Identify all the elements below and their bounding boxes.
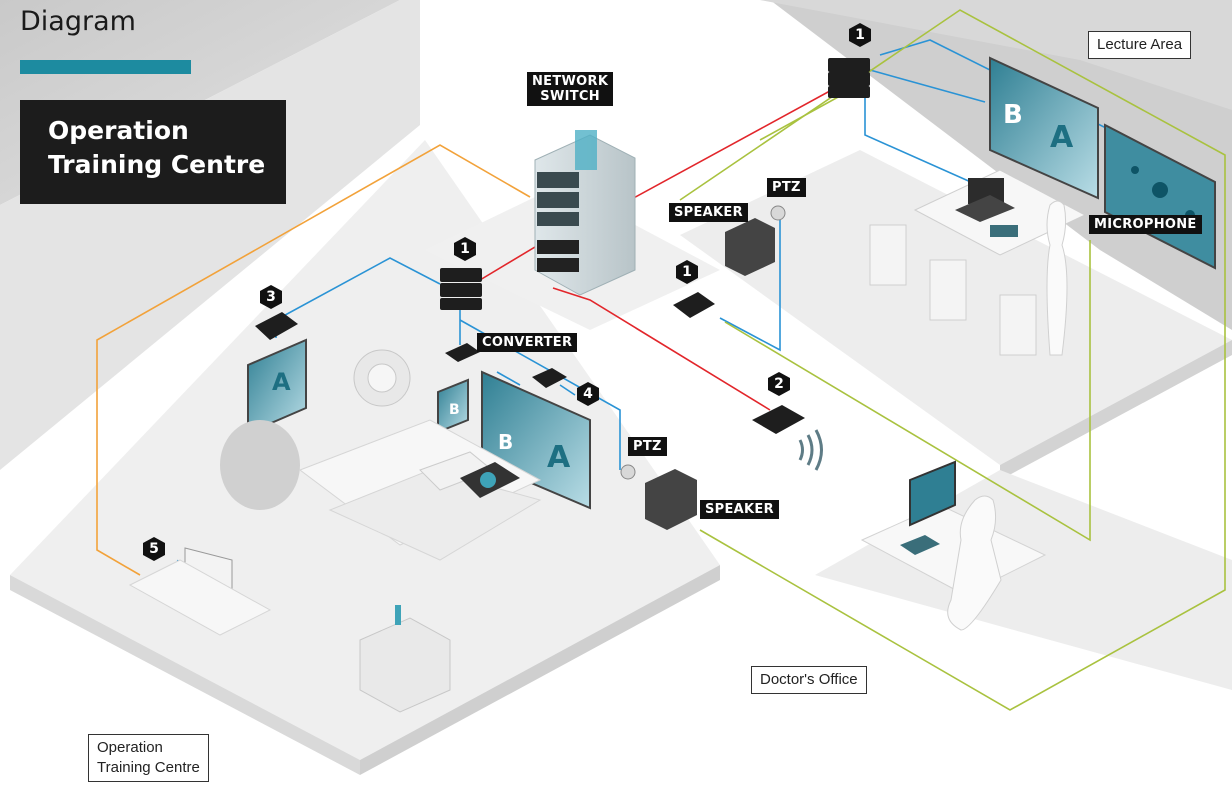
ptz-cameras (620, 205, 786, 480)
badge-ptz-encoder-number: 1 (682, 264, 692, 280)
heading-accent-bar (20, 60, 191, 74)
diagram-heading: Diagram (20, 6, 136, 37)
badge-decoder-desk: 5 (141, 536, 167, 562)
badge-lecture-encoder-number: 1 (855, 27, 865, 43)
doctor-office-label: Doctor's Office (751, 666, 867, 694)
badge-encoder-ot-number: 3 (266, 289, 276, 305)
ptz-top-tag: PTZ (767, 178, 806, 197)
ot-screen-b-small-letter: B (449, 402, 460, 418)
ot-screen-a-letter: A (272, 368, 291, 396)
lecture-area-label: Lecture Area (1088, 31, 1192, 59)
badge-decoder-ot: 4 (575, 381, 601, 407)
ot-area-label: Operation Training Centre (88, 734, 209, 782)
ot-screen-a-large-letter: A (547, 440, 571, 475)
converter-tag: CONVERTER (477, 333, 578, 352)
speaker-devices (645, 218, 775, 530)
network-switch-tag-line-2: SWITCH (540, 89, 600, 104)
title-box: Operation Training Centre (20, 100, 286, 204)
badge-decoder-doctor-number: 2 (774, 376, 784, 392)
speaker-bottom-tag: SPEAKER (700, 500, 779, 519)
badge-decoder-desk-number: 5 (149, 541, 159, 557)
badge-switch-encoder: 1 (452, 236, 478, 262)
speaker-top-tag: SPEAKER (669, 203, 748, 222)
network-switch-tag-line-1: NETWORK (532, 74, 609, 89)
ot-screen-b-letter: B (498, 430, 514, 454)
badge-ptz-encoder: 1 (674, 259, 700, 285)
badge-lecture-encoder: 1 (847, 22, 873, 48)
lecture-screen-b-letter: B (1003, 100, 1023, 130)
lecture-furniture (869, 169, 1087, 356)
operating-equipment (128, 349, 542, 713)
badge-decoder-ot-number: 4 (583, 386, 593, 402)
ot-area-label-line-2: Training Centre (97, 759, 200, 776)
wireless-arcs (798, 429, 823, 471)
network-switch-tag: NETWORK SWITCH (527, 72, 614, 106)
lecture-screen-a-letter: A (1050, 120, 1074, 155)
badge-switch-encoder-number: 1 (460, 241, 470, 257)
ptz-bottom-tag: PTZ (628, 437, 667, 456)
network-switch-rack (534, 130, 636, 296)
badge-encoder-ot: 3 (258, 284, 284, 310)
title-line-2: Training Centre (48, 150, 266, 179)
microphone-tag: MICROPHONE (1089, 215, 1202, 234)
ot-screens (184, 338, 591, 605)
doctor-office-furniture (860, 460, 1047, 631)
badge-decoder-doctor: 2 (766, 371, 792, 397)
ot-area-label-line-1: Operation (97, 739, 163, 756)
title-line-1: Operation (48, 116, 189, 145)
